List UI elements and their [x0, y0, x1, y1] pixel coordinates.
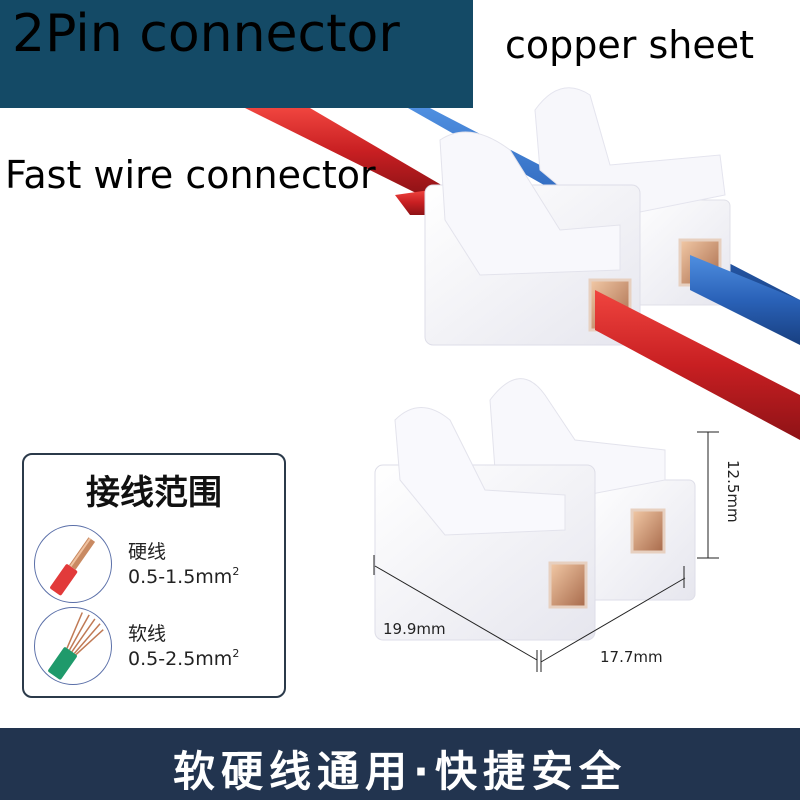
dimension-width: 17.7mm	[600, 648, 663, 666]
wire-type-label: 软线	[128, 623, 167, 645]
wire-size-range: 0.5-1.5mm2	[128, 565, 239, 588]
solid-wire-icon	[34, 525, 112, 603]
bottom-banner: 软硬线通用·快捷安全	[0, 728, 800, 800]
wire-spec-row: 硬线 0.5-1.5mm2	[34, 525, 284, 605]
fast-wire-connector-label: Fast wire connector	[5, 153, 376, 197]
wire-type-label: 硬线	[128, 541, 167, 563]
wire-size-value: 0.5-1.5mm	[128, 566, 233, 588]
red-wire	[595, 290, 800, 440]
wire-size-value: 0.5-2.5mm	[128, 648, 233, 670]
blue-wire	[408, 108, 800, 330]
wire-size-exponent: 2	[232, 647, 240, 660]
wiring-range-panel: 接线范围 硬线 0.5-1.5mm2	[22, 453, 286, 698]
dimension-height: 12.5mm	[724, 460, 742, 523]
page-title: 2Pin connector	[12, 4, 400, 64]
copper-sheet-label: copper sheet	[505, 23, 755, 67]
stranded-wire-icon	[34, 607, 112, 685]
top-banner	[0, 0, 473, 108]
wire-spec-row: 软线 0.5-2.5mm2	[34, 607, 284, 687]
dimension-length: 19.9mm	[383, 620, 446, 638]
slogan: 软硬线通用·快捷安全	[173, 747, 627, 796]
wire-size-exponent: 2	[232, 565, 240, 578]
wire-size-range: 0.5-2.5mm2	[128, 647, 239, 670]
wiring-range-title: 接线范围	[86, 473, 222, 513]
